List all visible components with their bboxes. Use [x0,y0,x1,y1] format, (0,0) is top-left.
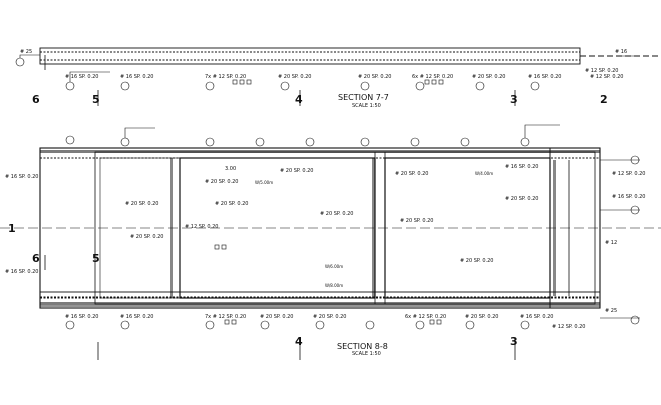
top-label: # 20 SP. 0.20 [472,74,505,80]
inner-label: # 20 SP. 0.20 [460,258,493,264]
section-scale-bottom: SCALE 1:50 [352,351,381,357]
bottom-label: # 16 SP. 0.20 [520,314,553,320]
inner-label: # 20 SP. 0.20 [395,171,428,177]
inner-label: # 20 SP. 0.20 [505,196,538,202]
dimension: 3.00 [225,166,236,172]
inner-label: # 20 SP. 0.20 [205,179,238,185]
grid-mark: 6 [32,252,40,265]
section-scale-top: SCALE 1:50 [352,103,381,109]
grid-mark: 5 [92,252,100,265]
inner-label: # 20 SP. 0.20 [125,201,158,207]
bottom-label: # 12 SP. 0.20 [552,324,585,330]
bar-tag: # 16 [615,49,627,55]
top-label: 6x # 12 SP. 0.20 [412,74,453,80]
inner-label: # 20 SP. 0.20 [215,201,248,207]
bottom-label: # 16 SP. 0.20 [65,314,98,320]
section-title-top: SECTION 7-7 [338,93,389,102]
bottom-label: 6x # 12 SP. 0.20 [405,314,446,320]
bottom-label: # 20 SP. 0.20 [313,314,346,320]
bottom-label: # 20 SP. 0.20 [260,314,293,320]
bar-tag: # 25 [605,308,617,314]
top-label: # 16 SP. 0.20 [120,74,153,80]
inner-label: # 20 SP. 0.20 [400,218,433,224]
top-label: 7x # 12 SP. 0.20 [205,74,246,80]
grid-mark: 3 [510,335,518,348]
top-label: # 16 SP. 0.20 [528,74,561,80]
length-mark: W/6.00m [325,264,343,269]
section-title-bottom: SECTION 8-8 [337,342,388,351]
bar-tag: # 25 [20,49,32,55]
side-label: # 16 SP. 0.20 [5,174,38,180]
inner-label: # 20 SP. 0.20 [280,168,313,174]
inner-label: # 12 SP. 0.20 [185,224,218,230]
inner-label: # 16 SP. 0.20 [505,164,538,170]
top-label: # 12 SP. 0.20 [590,74,623,80]
grid-mark: 2 [600,93,608,106]
top-label: # 20 SP. 0.20 [358,74,391,80]
top-label: # 16 SP. 0.20 [65,74,98,80]
grid-mark: 1 [8,222,16,235]
side-label: # 16 SP. 0.20 [5,269,38,275]
grid-mark: 4 [295,93,303,106]
grid-mark: 3 [510,93,518,106]
inner-label: # 20 SP. 0.20 [320,211,353,217]
bottom-label: # 20 SP. 0.20 [465,314,498,320]
bottom-label: # 16 SP. 0.20 [120,314,153,320]
length-mark: W/4.00m [475,171,493,176]
side-label: # 12 SP. 0.20 [612,171,645,177]
length-mark: W/5.00m [255,180,273,185]
grid-mark: 5 [92,93,100,106]
top-label: # 20 SP. 0.20 [278,74,311,80]
side-label: # 16 SP. 0.20 [612,194,645,200]
length-mark: W/8.00m [325,283,343,288]
bottom-label: 7x # 12 SP. 0.20 [205,314,246,320]
bar-tag: # 12 [605,240,617,246]
grid-mark: 6 [32,93,40,106]
inner-label: # 20 SP. 0.20 [130,234,163,240]
grid-mark: 4 [295,335,303,348]
side-label: # 12 SP. 0.20 [585,68,618,74]
